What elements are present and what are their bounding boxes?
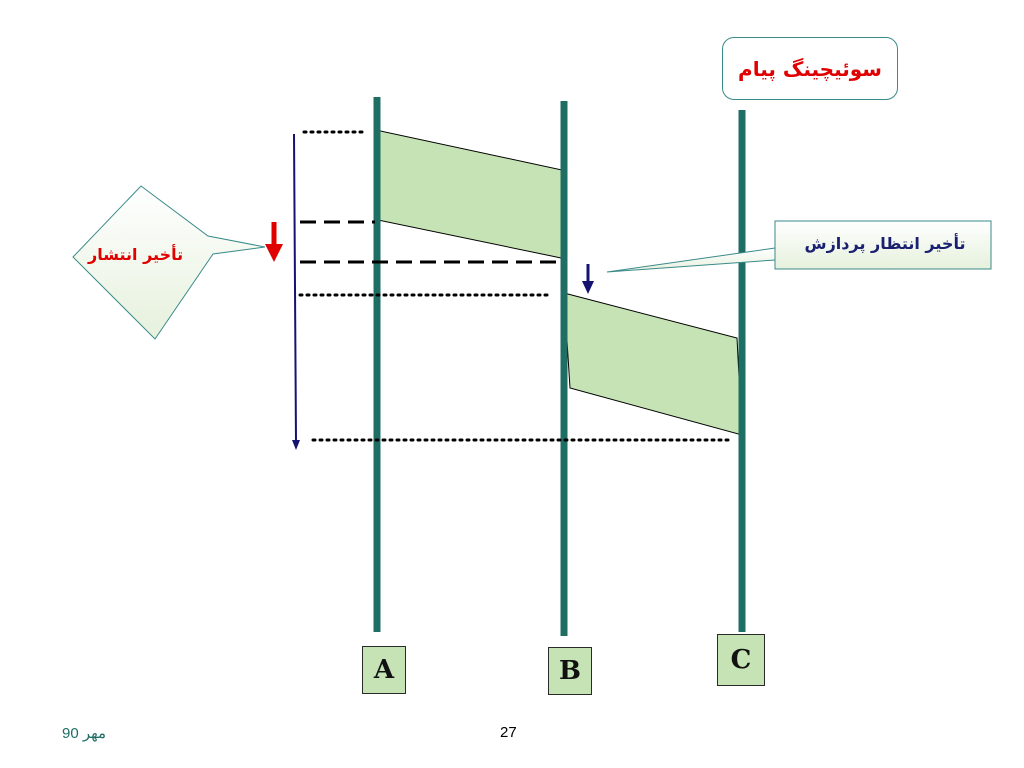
processing-callout-shape	[606, 247, 776, 273]
propagation-delay-label: تأخیر انتشار	[88, 245, 184, 264]
page-number: 27	[500, 724, 517, 741]
propagation-callout-shape	[72, 185, 266, 340]
footer-date: مهر 90	[62, 725, 107, 742]
node-label-b: B	[548, 647, 592, 695]
message-b-to-c	[563, 292, 743, 436]
diagram-title: سوئیچینگ پیام	[722, 37, 898, 100]
time-axis-arrowhead	[292, 440, 300, 450]
node-label-c: C	[717, 634, 765, 686]
processing-delay-arrowhead	[582, 281, 594, 294]
message-a-to-b	[375, 129, 567, 260]
processing-delay-label: تأخیر انتظار پردازش	[804, 234, 966, 253]
node-label-a: A	[362, 646, 406, 694]
time-axis-arrow	[293, 133, 297, 443]
propagation-delay-arrowhead	[265, 244, 283, 262]
processing-callout-box	[774, 220, 992, 270]
